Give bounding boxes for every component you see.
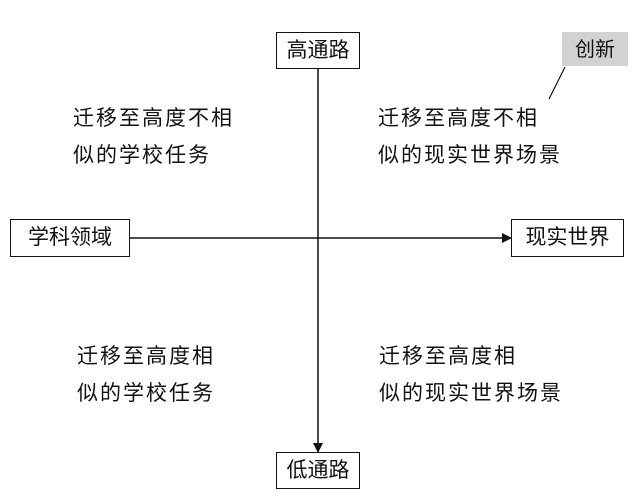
callout-innovation: 创新 bbox=[562, 32, 628, 66]
quadrant-top-right-line-2: 似的现实世界场景 bbox=[378, 143, 562, 167]
quadrant-top-right-line-1: 迁移至高度不相 bbox=[378, 106, 539, 130]
axis-label-low-road: 低通路 bbox=[276, 452, 360, 489]
quadrant-bottom-left-line-1: 迁移至高度相 bbox=[77, 344, 215, 368]
quadrant-bottom-right: 迁移至高度相 似的现实世界场景 bbox=[379, 338, 563, 412]
quadrant-top-right: 迁移至高度不相 似的现实世界场景 bbox=[378, 100, 562, 174]
axis-label-subject-domain: 学科领域 bbox=[10, 219, 130, 257]
quadrant-bottom-left: 迁移至高度相 似的学校任务 bbox=[77, 338, 215, 412]
quadrant-bottom-left-line-2: 似的学校任务 bbox=[77, 381, 215, 405]
quadrant-bottom-right-line-2: 似的现实世界场景 bbox=[379, 381, 563, 405]
quadrant-top-left: 迁移至高度不相 似的学校任务 bbox=[73, 100, 234, 174]
callout-pointer bbox=[548, 66, 566, 100]
axis-label-high-road: 高通路 bbox=[276, 32, 360, 69]
quadrant-top-left-line-1: 迁移至高度不相 bbox=[73, 106, 234, 130]
quadrant-bottom-right-line-1: 迁移至高度相 bbox=[379, 344, 517, 368]
quadrant-top-left-line-2: 似的学校任务 bbox=[73, 143, 211, 167]
axis-label-real-world: 现实世界 bbox=[511, 219, 624, 257]
